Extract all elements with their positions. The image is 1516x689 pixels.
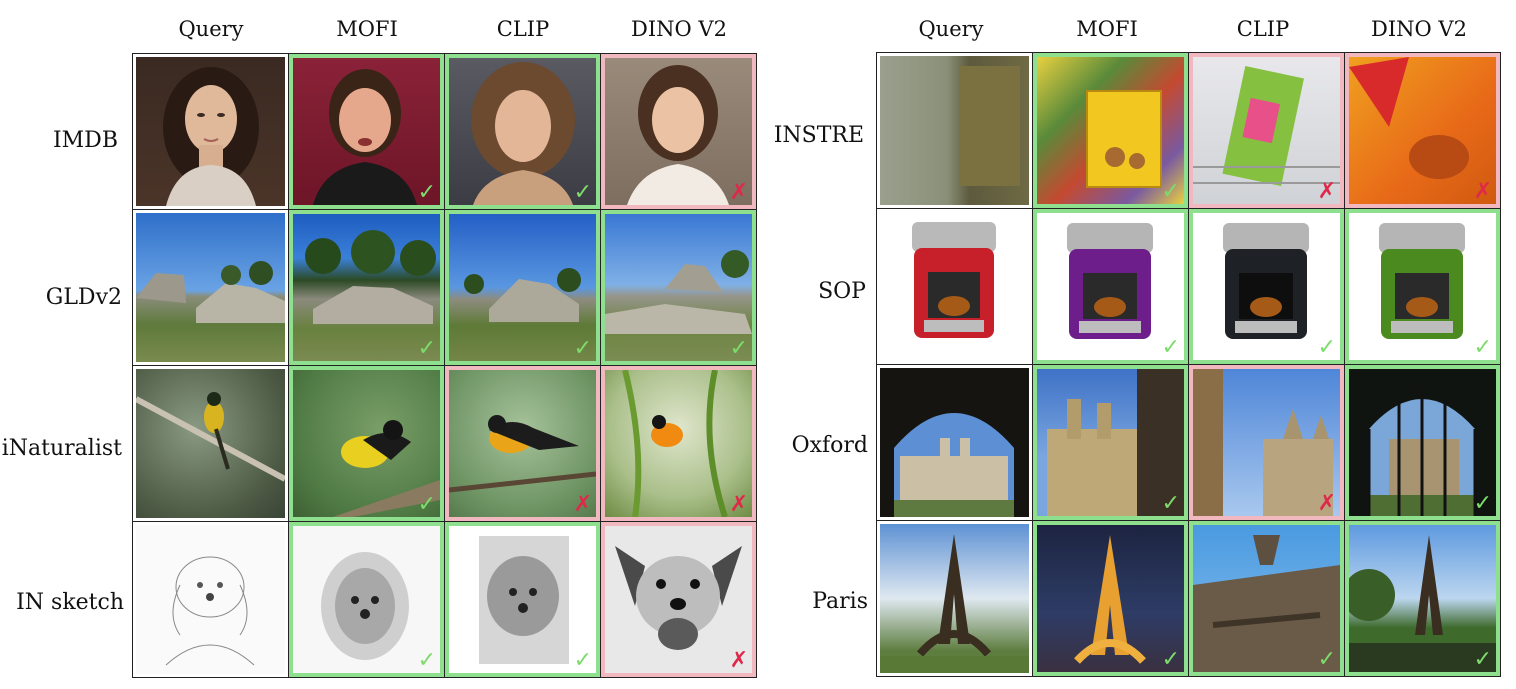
result-mofi: ✓ <box>289 522 444 677</box>
result-clip: ✗ <box>1189 53 1344 208</box>
check-icon: ✓ <box>1161 335 1180 360</box>
cross-icon: ✗ <box>1317 179 1336 204</box>
result-dino: ✓ <box>601 210 756 365</box>
check-icon: ✓ <box>417 648 436 673</box>
cross-icon: ✗ <box>1473 179 1492 204</box>
result-dino: ✓ <box>1345 521 1500 676</box>
result-mofi: ✓ <box>289 210 444 365</box>
check-icon: ✓ <box>1161 647 1180 672</box>
check-icon: ✓ <box>1473 335 1492 360</box>
row-label: Paris <box>812 589 868 614</box>
column-header-clip: CLIP <box>1236 17 1290 41</box>
column-headers: Query MOFI CLIP DINO V2 <box>874 14 1504 44</box>
column-header-clip: CLIP <box>496 17 550 41</box>
row-label: SOP <box>818 279 866 304</box>
result-clip: ✓ <box>445 54 600 209</box>
result-mofi: ✓ <box>289 54 444 209</box>
column-header-query: Query <box>918 17 984 41</box>
result-clip: ✓ <box>445 210 600 365</box>
result-dino: ✓ <box>1345 365 1500 520</box>
check-icon: ✓ <box>417 180 436 205</box>
row-label: IN sketch <box>16 590 124 615</box>
result-clip: ✓ <box>1189 521 1344 676</box>
row-label: Oxford <box>791 433 868 458</box>
query-image <box>133 522 288 677</box>
row-label: GLDv2 <box>45 285 122 310</box>
cross-icon: ✗ <box>1317 491 1336 516</box>
query-image <box>133 54 288 209</box>
check-icon: ✓ <box>1317 647 1336 672</box>
check-icon: ✓ <box>1161 179 1180 204</box>
result-dino: ✗ <box>1345 53 1500 208</box>
row-label: IMDB <box>52 128 118 153</box>
query-image <box>133 210 288 365</box>
check-icon: ✓ <box>573 336 592 361</box>
check-icon: ✓ <box>417 336 436 361</box>
cross-icon: ✗ <box>573 492 592 517</box>
results-grid: ✓ ✗ ✗ <box>876 52 1501 677</box>
cross-icon: ✗ <box>729 492 748 517</box>
result-mofi: ✓ <box>289 366 444 521</box>
result-clip: ✗ <box>445 366 600 521</box>
query-image <box>877 209 1032 364</box>
result-dino: ✗ <box>601 54 756 209</box>
result-dino: ✗ <box>601 522 756 677</box>
result-clip: ✓ <box>1189 209 1344 364</box>
column-header-mofi: MOFI <box>336 17 398 41</box>
column-headers: Query MOFI CLIP DINO V2 <box>134 14 760 44</box>
check-icon: ✓ <box>417 492 436 517</box>
column-header-mofi: MOFI <box>1076 17 1138 41</box>
check-icon: ✓ <box>1473 647 1492 672</box>
column-header-dino: DINO V2 <box>1371 17 1467 41</box>
check-icon: ✓ <box>1161 491 1180 516</box>
check-icon: ✓ <box>1317 335 1336 360</box>
check-icon: ✓ <box>1473 491 1492 516</box>
query-image <box>877 365 1032 520</box>
row-label: iNaturalist <box>1 436 122 461</box>
column-header-query: Query <box>178 17 244 41</box>
cross-icon: ✗ <box>729 648 748 673</box>
result-dino: ✗ <box>601 366 756 521</box>
result-dino: ✓ <box>1345 209 1500 364</box>
result-clip: ✗ <box>1189 365 1344 520</box>
query-image <box>133 366 288 521</box>
check-icon: ✓ <box>573 648 592 673</box>
check-icon: ✓ <box>729 336 748 361</box>
results-grid: ✓ ✓ ✗ <box>132 53 757 678</box>
result-mofi: ✓ <box>1033 521 1188 676</box>
cross-icon: ✗ <box>729 180 748 205</box>
column-header-dino: DINO V2 <box>631 17 727 41</box>
row-label: INSTRE <box>773 123 864 148</box>
result-mofi: ✓ <box>1033 53 1188 208</box>
query-image <box>877 521 1032 676</box>
result-mofi: ✓ <box>1033 365 1188 520</box>
query-image <box>877 53 1032 208</box>
result-clip: ✓ <box>445 522 600 677</box>
check-icon: ✓ <box>573 180 592 205</box>
result-mofi: ✓ <box>1033 209 1188 364</box>
